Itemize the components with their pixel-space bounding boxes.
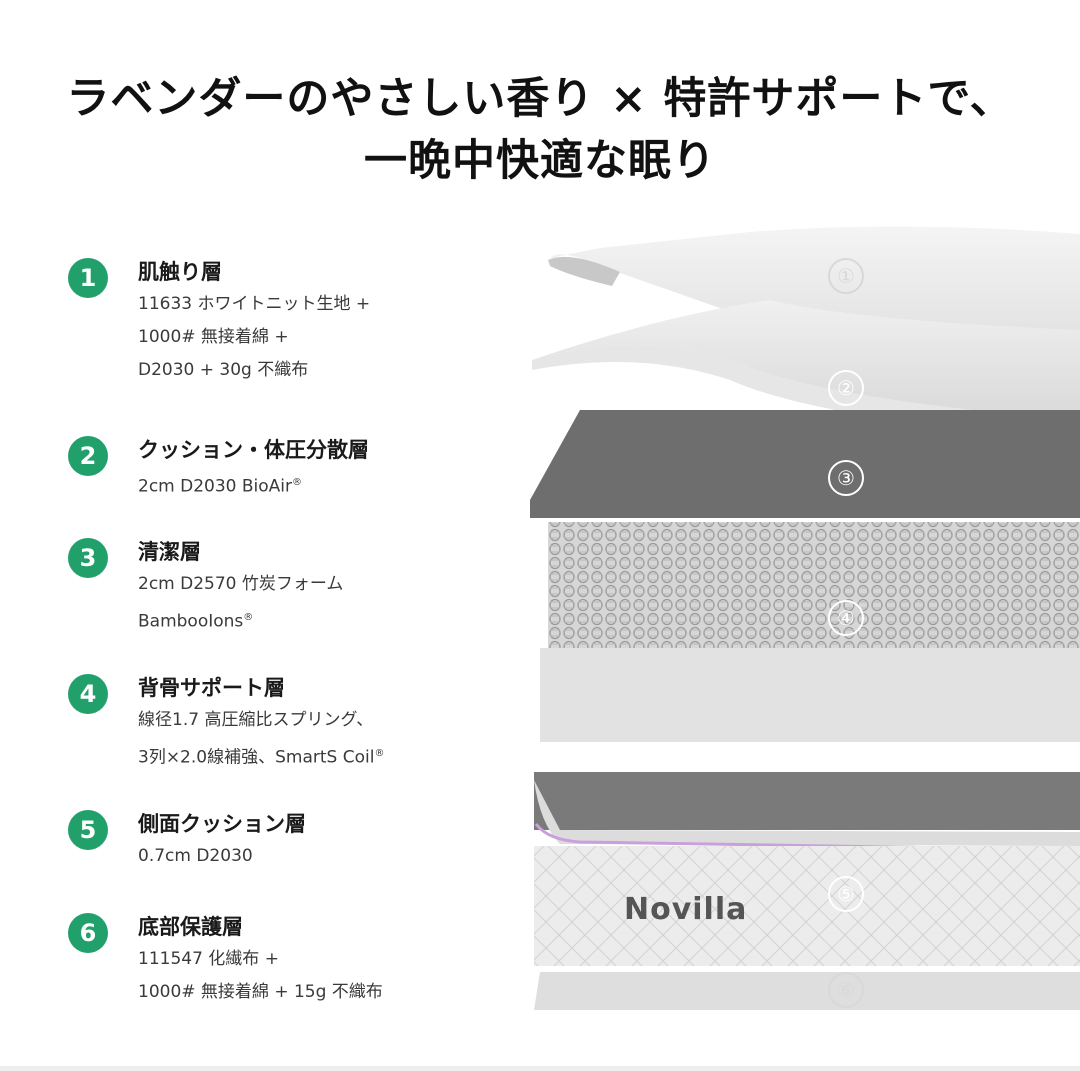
layer-item-6: 6 底部保護層 111547 化繊布 + 1000# 無接着綿 + 15g 不織…	[66, 911, 383, 1009]
layer-4-coils	[548, 522, 1080, 648]
layer-name: 底部保護層	[138, 915, 243, 939]
title-line-2: 一晩中快適な眠り	[364, 136, 716, 186]
layer-name: 清潔層	[138, 540, 201, 564]
layer-5-shape	[534, 846, 1080, 966]
layer-number-badge: 5	[68, 810, 108, 850]
layer-5-rim	[534, 780, 1080, 846]
layer-marker-1: ①	[828, 258, 864, 294]
title-line-1: ラベンダーのやさしい香り × 特許サポートで、	[66, 74, 1014, 124]
registered-mark: ®	[374, 748, 385, 759]
registered-mark: ®	[243, 612, 254, 623]
layer-spec: 3列×2.0線補強、SmartS Coil®	[138, 737, 384, 775]
layer-spec: 0.7cm D2030	[138, 846, 253, 866]
layer-marker-6: ⑥	[828, 972, 864, 1008]
mattress-layer-illustration: ① ② ③ ④ ⑤ ⑥ Novilla	[520, 220, 1080, 1020]
layer-item-1: 1 肌触り層 11633 ホワイトニット生地 + 1000# 無接着綿 + D2…	[66, 256, 370, 387]
layer-spec-text: 2cm D2030 BioAir	[138, 476, 293, 497]
layer-number-badge: 3	[68, 538, 108, 578]
layer-item-2: 2 クッション・体圧分散層 2cm D2030 BioAir®	[66, 434, 369, 504]
page-title: ラベンダーのやさしい香り × 特許サポートで、 一晩中快適な眠り	[0, 68, 1080, 192]
layer-spec: 2cm D2570 竹炭フォーム	[138, 574, 344, 594]
brand-logo: Novilla	[624, 892, 748, 927]
layer-3-shape	[530, 410, 1080, 518]
layer-item-5: 5 側面クッション層 0.7cm D2030	[66, 808, 306, 873]
layer-marker-4: ④	[828, 600, 864, 636]
layer-1-flap	[548, 256, 620, 286]
layer-spec: 2cm D2030 BioAir®	[138, 466, 369, 504]
lavender-piping	[534, 823, 1080, 852]
layer-marker-2: ②	[828, 370, 864, 406]
layer-spec: 線径1.7 高圧縮比スプリング、	[138, 710, 374, 730]
layer-6-shape	[534, 972, 1080, 1010]
layer-name: 肌触り層	[138, 260, 222, 284]
layer-spec-text: 3列×2.0線補強、SmartS Coil	[138, 747, 375, 768]
layer-name: クッション・体圧分散層	[138, 438, 369, 462]
layer-marker-5: ⑤	[828, 876, 864, 912]
layer-2-shape	[532, 300, 1080, 420]
bottom-divider	[0, 1066, 1080, 1071]
layer-spec: D2030 + 30g 不織布	[138, 360, 309, 380]
registered-mark: ®	[292, 477, 303, 488]
layer-4-band	[540, 648, 1080, 742]
layer-marker-3: ③	[828, 460, 864, 496]
layer-1-shape	[550, 226, 1080, 340]
layer-number-badge: 1	[68, 258, 108, 298]
layer-item-4: 4 背骨サポート層 線径1.7 高圧縮比スプリング、 3列×2.0線補強、Sma…	[66, 672, 384, 775]
layer-number-badge: 6	[68, 913, 108, 953]
mattress-drawing	[530, 226, 1080, 1010]
layer-spec: BambooIons®	[138, 601, 343, 639]
layer-name: 背骨サポート層	[138, 676, 285, 700]
layer-number-badge: 4	[68, 674, 108, 714]
layer-spec: 1000# 無接着綿 + 15g 不織布	[138, 982, 383, 1002]
layer-spec: 111547 化繊布 +	[138, 949, 279, 969]
layer-spec: 11633 ホワイトニット生地 +	[138, 294, 371, 314]
layer-name: 側面クッション層	[138, 812, 306, 836]
layer-spec-text: BambooIons	[138, 611, 244, 632]
layer-5-top	[534, 772, 1080, 830]
layer-item-3: 3 清潔層 2cm D2570 竹炭フォーム BambooIons®	[66, 536, 343, 639]
layer-spec: 1000# 無接着綿 +	[138, 327, 289, 347]
layer-number-badge: 2	[68, 436, 108, 476]
